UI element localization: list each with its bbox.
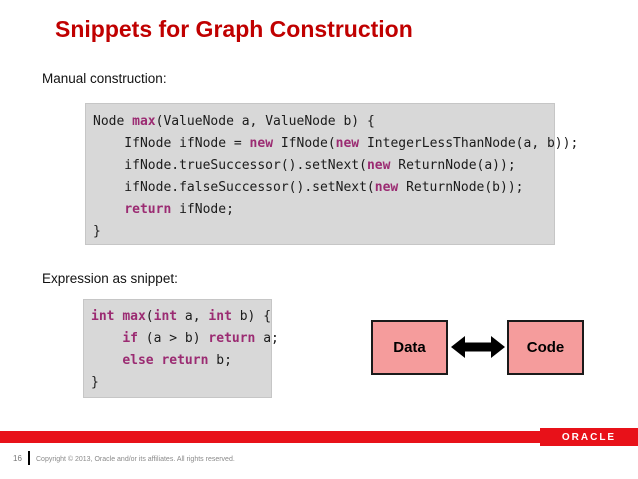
code-block-manual-construction: Node max(ValueNode a, ValueNode b) { IfN… [85,103,579,245]
oracle-logo: ORACLE [540,428,638,446]
code-line: ifNode.falseSuccessor().setNext(new Retu… [93,180,524,195]
data-box: Data [371,320,448,375]
section-label-expression-as-snippet: Expression as snippet: [42,271,178,286]
code-line: return ifNode; [124,202,234,217]
data-box-label: Data [393,339,426,356]
code-line: int max(int a, int b) { [91,309,272,324]
code-line: } [91,375,99,390]
code-block-snippet: int max(int a, int b) { if (a > b) retur… [83,299,279,398]
footer-divider [28,451,30,465]
code-line: Node max(ValueNode a, ValueNode b) { [93,114,375,129]
page-number: 16 [13,454,22,463]
code-line: ifNode.trueSuccessor().setNext(new Retur… [93,158,516,173]
code-line: } [93,224,101,239]
section-label-manual-construction: Manual construction: [42,71,167,86]
code-box: Code [507,320,584,375]
code-box-label: Code [526,339,565,356]
code-line: if (a > b) return a; [122,331,279,346]
slide-title: Snippets for Graph Construction [55,16,413,42]
code-line: IfNode ifNode = new IfNode(new IntegerLe… [93,136,579,151]
copyright-text: Copyright © 2013, Oracle and/or its affi… [36,456,235,463]
code-line: else return b; [122,353,232,368]
oracle-logo-text: ORACLE [561,431,617,443]
footer-red-bar [0,431,638,443]
double-arrow-icon [451,334,505,360]
